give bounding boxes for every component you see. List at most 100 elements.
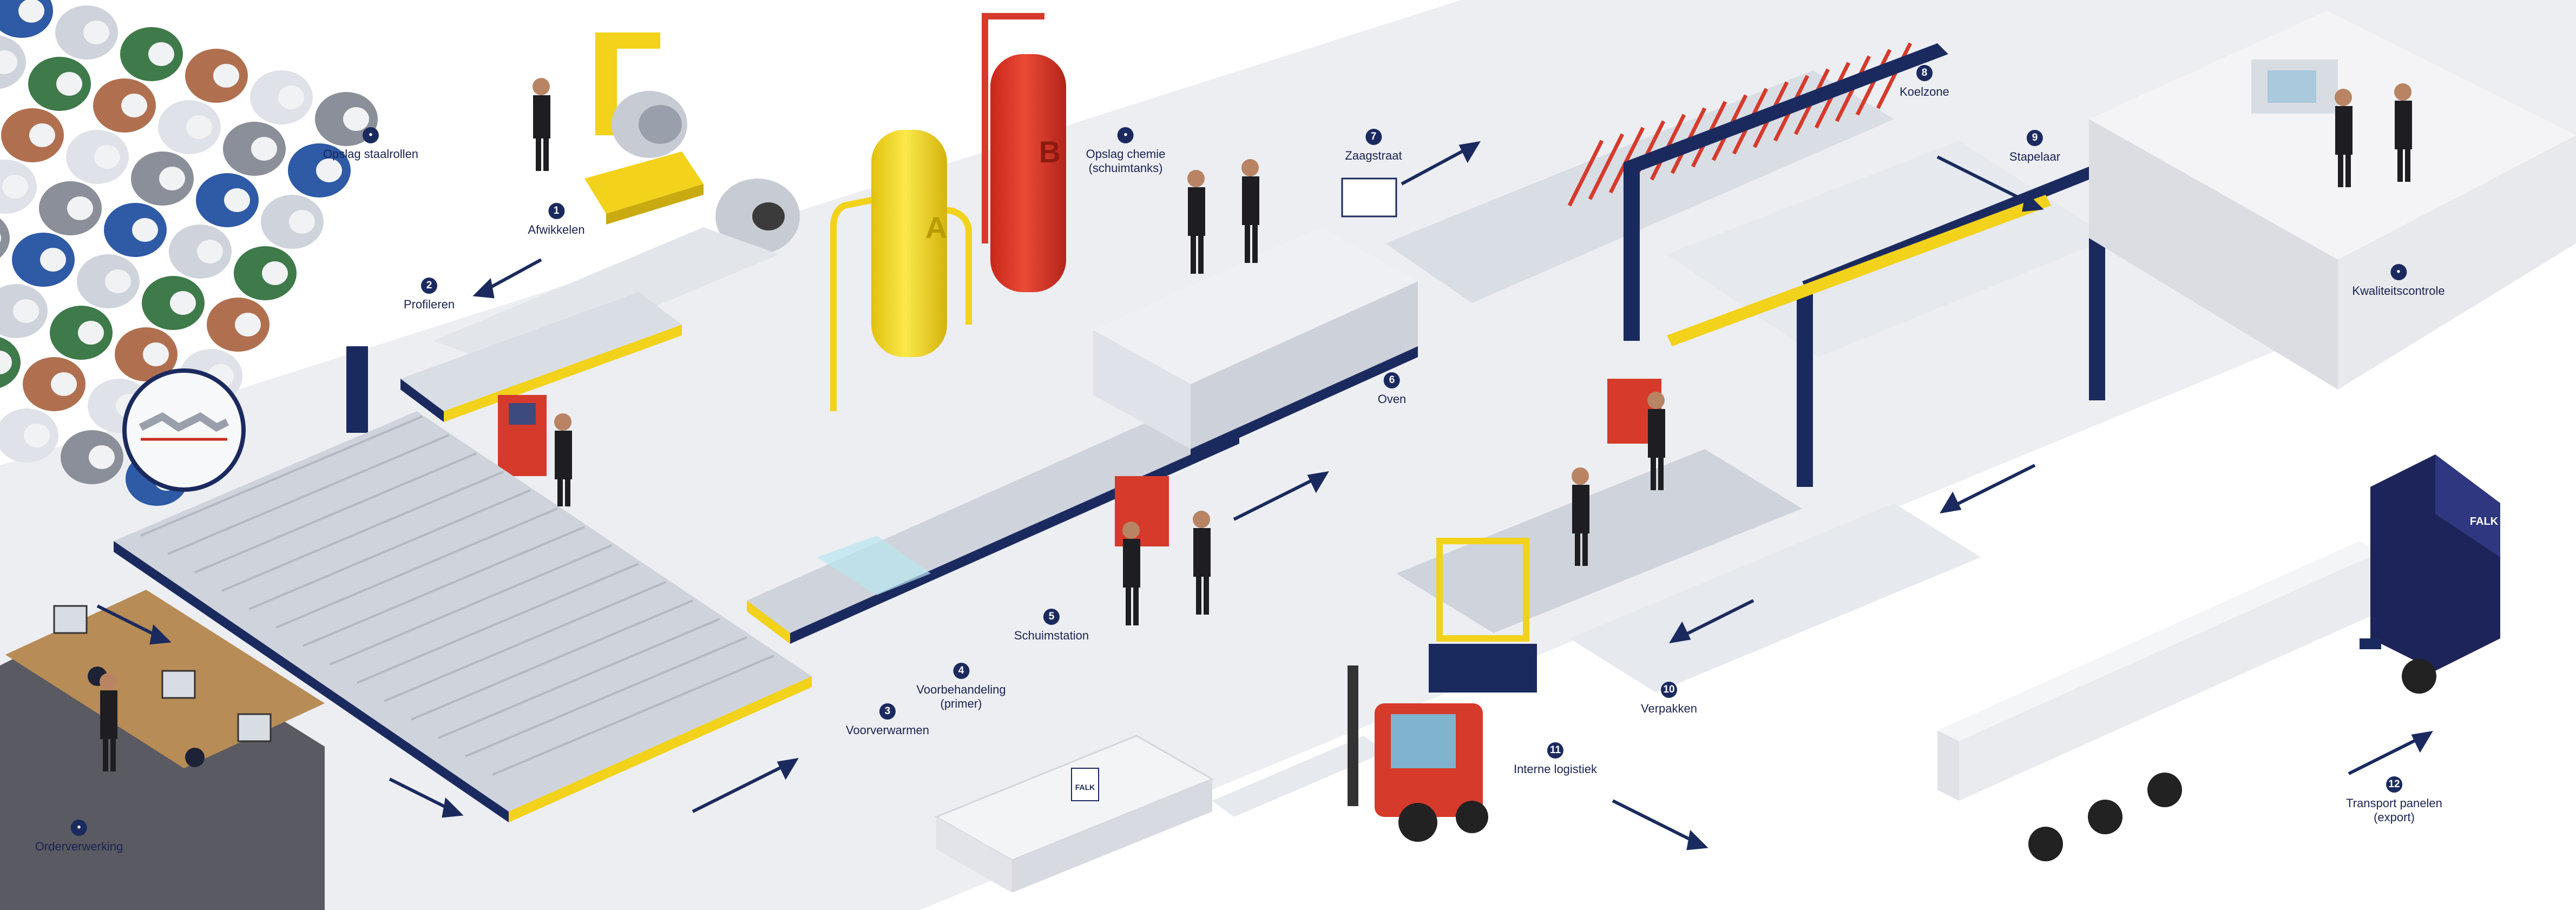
steel-coil-core bbox=[262, 261, 288, 285]
steel-coil-core bbox=[197, 240, 223, 263]
steel-coil-core bbox=[251, 137, 277, 161]
conveyor-roller bbox=[411, 599, 693, 721]
marker-dot: 5 bbox=[1043, 609, 1060, 625]
conveyor-roller bbox=[438, 618, 720, 739]
steel-coil-core bbox=[159, 167, 185, 190]
station-name: Koelzone bbox=[1900, 85, 1949, 98]
station-name: Orderverwerking bbox=[35, 840, 123, 853]
conveyor-roller bbox=[140, 416, 423, 537]
chemical-tanks: A B bbox=[830, 13, 1066, 411]
oven bbox=[1093, 227, 1418, 460]
truck-brand: FALK bbox=[2470, 516, 2499, 527]
foam-line bbox=[747, 400, 1239, 644]
steel-coil-core bbox=[29, 123, 55, 147]
conveyor-roller bbox=[384, 581, 666, 702]
station-label-opslag-staalrollen: • Opslag staalrollen bbox=[323, 127, 418, 161]
cooling-rod bbox=[1567, 140, 1604, 207]
flow-arrows bbox=[96, 141, 2433, 850]
steel-coil-core bbox=[316, 159, 342, 182]
quality-lab bbox=[2089, 11, 2576, 390]
steel-coil-core bbox=[83, 21, 109, 44]
marker-dot: 10 bbox=[1661, 682, 1677, 698]
station-name: Transport panelen (export) bbox=[2346, 796, 2442, 824]
conveyor-roller bbox=[221, 471, 504, 592]
coil-storage bbox=[0, 0, 378, 506]
forklift bbox=[1212, 665, 1488, 842]
marker-dot: 4 bbox=[953, 663, 969, 679]
panel-stacks: FALK bbox=[934, 735, 1214, 893]
cooling-rod bbox=[1608, 127, 1645, 194]
steel-coil-core bbox=[105, 269, 131, 293]
steel-coil-core bbox=[89, 445, 115, 469]
steel-coil-core bbox=[343, 107, 369, 131]
panel-brand-1: FALK bbox=[1075, 783, 1095, 792]
conveyor-roller bbox=[167, 434, 450, 555]
steel-coil-core bbox=[13, 299, 39, 323]
station-label-orderverwerking: • Orderverwerking bbox=[35, 820, 123, 854]
marker-dot: • bbox=[1118, 127, 1134, 143]
cooling-rod bbox=[1588, 133, 1625, 200]
steel-coil-core bbox=[143, 342, 169, 366]
steel-coil-core bbox=[40, 248, 66, 272]
station-name: Opslag chemie (schuimtanks) bbox=[1086, 147, 1166, 175]
panel-profile-detail bbox=[122, 368, 246, 492]
steel-coil-core bbox=[24, 424, 50, 447]
marker-dot: 11 bbox=[1547, 742, 1563, 759]
workers bbox=[100, 78, 2412, 771]
marker-dot: 2 bbox=[421, 278, 437, 294]
station-name: Schuimstation bbox=[1014, 629, 1089, 642]
station-name: Interne logistiek bbox=[1513, 762, 1598, 776]
steel-coil-core bbox=[278, 85, 304, 109]
steel-coil-core bbox=[94, 145, 120, 169]
conveyor-roller bbox=[303, 526, 585, 647]
conveyor-roller bbox=[330, 544, 612, 665]
steel-coil-core bbox=[186, 115, 212, 139]
marker-dot: • bbox=[362, 127, 379, 143]
station-label-kwaliteitscontrole: •Kwaliteitscontrole bbox=[2352, 264, 2445, 298]
conveyor-roller bbox=[248, 489, 531, 610]
stacker bbox=[1607, 43, 2111, 487]
steel-coil-core bbox=[224, 188, 250, 212]
steel-coil-core bbox=[235, 313, 261, 337]
steel-coil bbox=[0, 218, 10, 258]
marker-dot: 12 bbox=[2386, 776, 2402, 793]
steel-coil-core bbox=[121, 94, 147, 117]
steel-coil-core bbox=[170, 291, 196, 315]
station-name: Stapelaar bbox=[2009, 150, 2061, 163]
cooling-rod bbox=[1876, 42, 1913, 109]
conveyor-table bbox=[114, 411, 812, 822]
packing-line bbox=[1396, 449, 1981, 693]
marker-dot: 1 bbox=[548, 203, 564, 219]
marker-dot: 6 bbox=[1384, 372, 1400, 388]
steel-coil-core bbox=[56, 72, 82, 96]
conveyor-roller bbox=[492, 655, 774, 776]
steel-coil-core bbox=[289, 210, 315, 234]
station-name: Opslag staalrollen bbox=[323, 147, 419, 161]
steel-coil-core bbox=[0, 351, 12, 374]
marker-dot: • bbox=[2390, 264, 2407, 280]
marker-dot: • bbox=[70, 820, 87, 836]
steel-coil-core bbox=[132, 218, 158, 242]
steel-coil-core bbox=[213, 64, 239, 88]
marker-dot: 9 bbox=[2027, 130, 2043, 146]
station-name: Verpakken bbox=[1641, 702, 1697, 715]
steel-coil-core bbox=[51, 372, 77, 396]
station-name: Oven bbox=[1377, 392, 1407, 406]
marker-dot: 7 bbox=[1365, 129, 1382, 145]
steel-coil-core bbox=[67, 196, 93, 220]
steel-coil-core bbox=[2, 175, 28, 199]
conveyor-roller bbox=[465, 636, 747, 757]
truck: FALK bbox=[1937, 454, 2500, 861]
station-name: Profileren bbox=[403, 298, 455, 311]
